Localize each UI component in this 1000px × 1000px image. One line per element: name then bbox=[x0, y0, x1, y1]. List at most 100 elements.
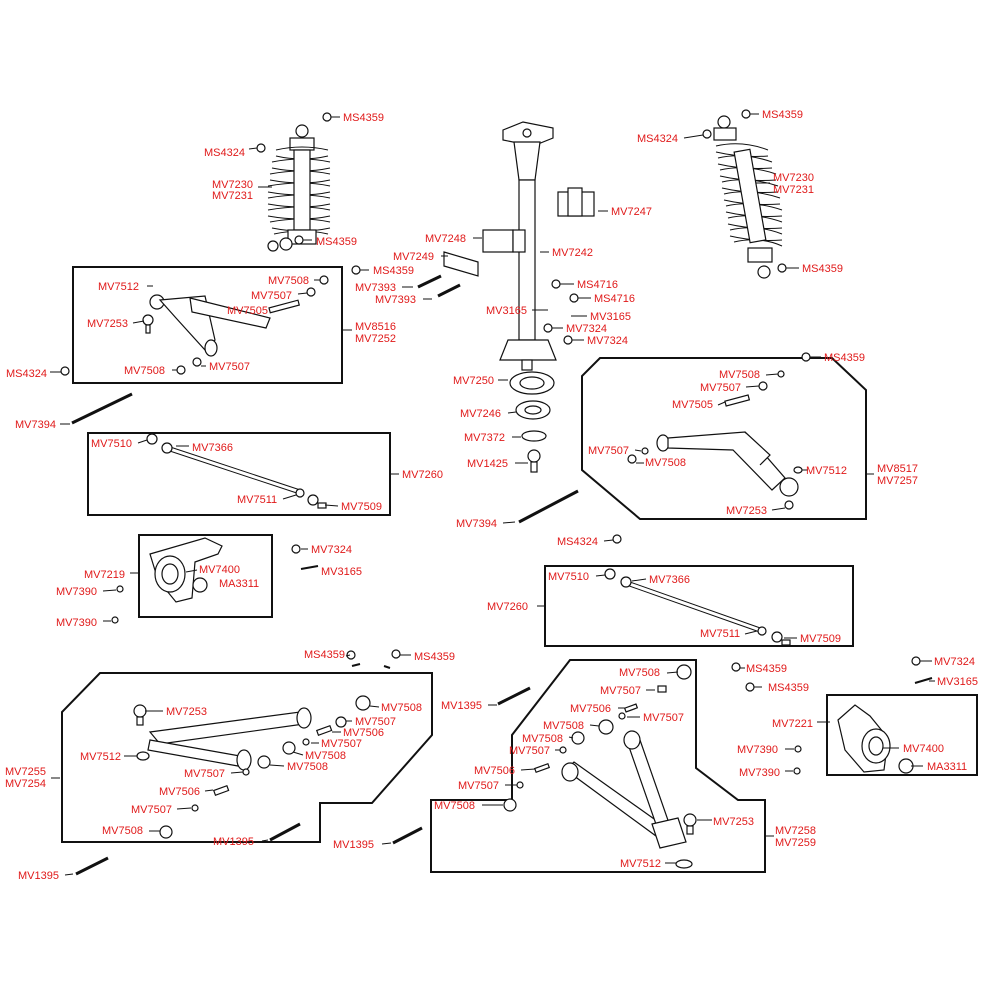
label-mv7508-lower-right-a: MV7508 bbox=[619, 667, 660, 679]
label-mv7390-right-b: MV7390 bbox=[739, 767, 780, 779]
label-ms4324-shock-left: MS4324 bbox=[204, 147, 245, 159]
label-mv7366-right: MV7366 bbox=[649, 574, 690, 586]
label-mv7231-right: MV7231 bbox=[773, 184, 814, 196]
label-mv7324-left: MV7324 bbox=[311, 544, 352, 556]
left-tie-rod bbox=[146, 433, 327, 509]
label-mv7366-left: MV7366 bbox=[192, 442, 233, 454]
label-mv7253-lower-right: MV7253 bbox=[713, 816, 754, 828]
label-mv7324-right: MV7324 bbox=[934, 656, 975, 668]
label-mv7247: MV7247 bbox=[611, 206, 652, 218]
label-mv7512-lower-left: MV7512 bbox=[80, 751, 121, 763]
label-mv8516: MV8516 bbox=[355, 321, 396, 333]
label-mv1425: MV1425 bbox=[467, 458, 508, 470]
label-mv7507-lower-left-a: MV7507 bbox=[184, 768, 225, 780]
long-bolts bbox=[71, 274, 933, 876]
label-mv7230-left: MV7230 bbox=[212, 179, 253, 191]
label-mv7508-upper-right: MV7508 bbox=[719, 369, 760, 381]
label-mv7260-left: MV7260 bbox=[402, 469, 443, 481]
label-mv7511-right: MV7511 bbox=[700, 628, 740, 640]
lower-right-a-arm bbox=[503, 664, 697, 869]
label-mv7506-lower-right-a: MV7506 bbox=[570, 703, 611, 715]
label-mv7390-left-a: MV7390 bbox=[56, 586, 97, 598]
label-mv7324-center-a: MV7324 bbox=[566, 323, 607, 335]
label-mv7257: MV7257 bbox=[877, 475, 918, 487]
label-mv7506-lower-right-b: MV7506 bbox=[474, 765, 515, 777]
label-ms4359-lower-left-a: MS4359 bbox=[304, 649, 345, 661]
label-mv7253-lower-left: MV7253 bbox=[166, 706, 207, 718]
label-mv7507-upper-right: MV7507 bbox=[700, 382, 741, 394]
label-mv1395-d: MV1395 bbox=[441, 700, 482, 712]
label-mv1395-b: MV1395 bbox=[333, 839, 374, 851]
label-mv7507-upper-left: MV7507 bbox=[251, 290, 292, 302]
label-ms4359-lower-right-a: MS4359 bbox=[746, 663, 787, 675]
label-mv7219: MV7219 bbox=[84, 569, 125, 581]
lower-left-arm-group-box bbox=[61, 672, 433, 843]
label-mv7509-right: MV7509 bbox=[800, 633, 841, 645]
label-mv7507-upper-right-left: MV7507 bbox=[588, 445, 629, 457]
label-mv7507-lower-right-a: MV7507 bbox=[600, 685, 641, 697]
label-mv7250: MV7250 bbox=[453, 375, 494, 387]
label-mv7505-upper-left: MV7505 bbox=[227, 305, 268, 317]
label-ms4359-lower-right-b: MS4359 bbox=[768, 682, 809, 694]
label-mv7507-lower-left-b: MV7507 bbox=[131, 804, 172, 816]
label-mv8517: MV8517 bbox=[877, 463, 918, 475]
upper-right-a-arm bbox=[627, 370, 803, 510]
label-mv7253-upper-left: MV7253 bbox=[87, 318, 128, 330]
label-mv7506-lower-left-a: MV7506 bbox=[159, 786, 200, 798]
label-mv7507-lower-right-b: MV7507 bbox=[643, 712, 684, 724]
label-mv7510-left: MV7510 bbox=[91, 438, 132, 450]
right-shock-absorber bbox=[713, 115, 783, 279]
right-tie-rod bbox=[604, 568, 791, 646]
label-mv7393-b: MV7393 bbox=[375, 294, 416, 306]
label-mv7508-lower-left-a: MV7508 bbox=[102, 825, 143, 837]
label-mv7507-lower-right-c: MV7507 bbox=[509, 745, 550, 757]
label-ma3311-right: MA3311 bbox=[927, 761, 967, 773]
label-mv7324-center-b: MV7324 bbox=[587, 335, 628, 347]
label-mv7259: MV7259 bbox=[775, 837, 816, 849]
label-mv7254: MV7254 bbox=[5, 778, 46, 790]
label-ms4359-center: MS4359 bbox=[373, 265, 414, 277]
left-shock-absorber bbox=[267, 124, 331, 252]
label-mv7508-upper-left-bottom: MV7508 bbox=[124, 365, 165, 377]
column-plate bbox=[443, 251, 479, 277]
label-mv7508-upper-right-left: MV7508 bbox=[645, 457, 686, 469]
leader-lines bbox=[50, 113, 935, 876]
label-mv1395-a: MV1395 bbox=[213, 836, 254, 848]
label-mv7253-upper-right: MV7253 bbox=[726, 505, 767, 517]
label-mv7508-lower-right-d: MV7508 bbox=[434, 800, 475, 812]
label-mv7508-lower-left-d: MV7508 bbox=[287, 761, 328, 773]
label-mv7510-right: MV7510 bbox=[548, 571, 589, 583]
label-ma3311-left: MA3311 bbox=[219, 578, 259, 590]
label-mv7372: MV7372 bbox=[464, 432, 505, 444]
label-ms4359-shock-top-left: MS4359 bbox=[343, 112, 384, 124]
label-mv7231-left: MV7231 bbox=[212, 190, 253, 202]
label-mv7507-lower-right-d: MV7507 bbox=[458, 780, 499, 792]
label-ms4359-right: MS4359 bbox=[824, 352, 865, 364]
label-mv3165-left: MV3165 bbox=[321, 566, 362, 578]
label-mv3165-right: MV3165 bbox=[937, 676, 978, 688]
upper-left-arm-group-box bbox=[72, 266, 343, 384]
label-mv7508-lower-right-b: MV7508 bbox=[543, 720, 584, 732]
label-ms4716-b: MS4716 bbox=[594, 293, 635, 305]
label-mv7242: MV7242 bbox=[552, 247, 593, 259]
lower-left-a-arm bbox=[133, 695, 371, 839]
label-mv7508-lower-right-c: MV7508 bbox=[522, 733, 563, 745]
label-mv3165-center-right: MV3165 bbox=[590, 311, 631, 323]
label-mv7509-left: MV7509 bbox=[341, 501, 382, 513]
label-mv7508-upper-left: MV7508 bbox=[268, 275, 309, 287]
label-mv7508-lower-left-c: MV7508 bbox=[305, 750, 346, 762]
part-labels: MS4359 MS4324 MV7230 MV7231 MS4359 MV751… bbox=[5, 109, 978, 882]
label-mv7512-upper-left: MV7512 bbox=[98, 281, 139, 293]
label-mv7506-lower-left-b: MV7506 bbox=[343, 727, 384, 739]
label-mv7505-upper-right: MV7505 bbox=[672, 399, 713, 411]
label-mv7255: MV7255 bbox=[5, 766, 46, 778]
label-mv7394-left: MV7394 bbox=[15, 419, 56, 431]
label-mv7248: MV7248 bbox=[425, 233, 466, 245]
upper-left-a-arm bbox=[142, 275, 329, 375]
label-mv7252: MV7252 bbox=[355, 333, 396, 345]
label-mv7394-center: MV7394 bbox=[456, 518, 497, 530]
label-ms4324-left: MS4324 bbox=[6, 368, 47, 380]
label-ms4359-lower-left-b: MS4359 bbox=[414, 651, 455, 663]
